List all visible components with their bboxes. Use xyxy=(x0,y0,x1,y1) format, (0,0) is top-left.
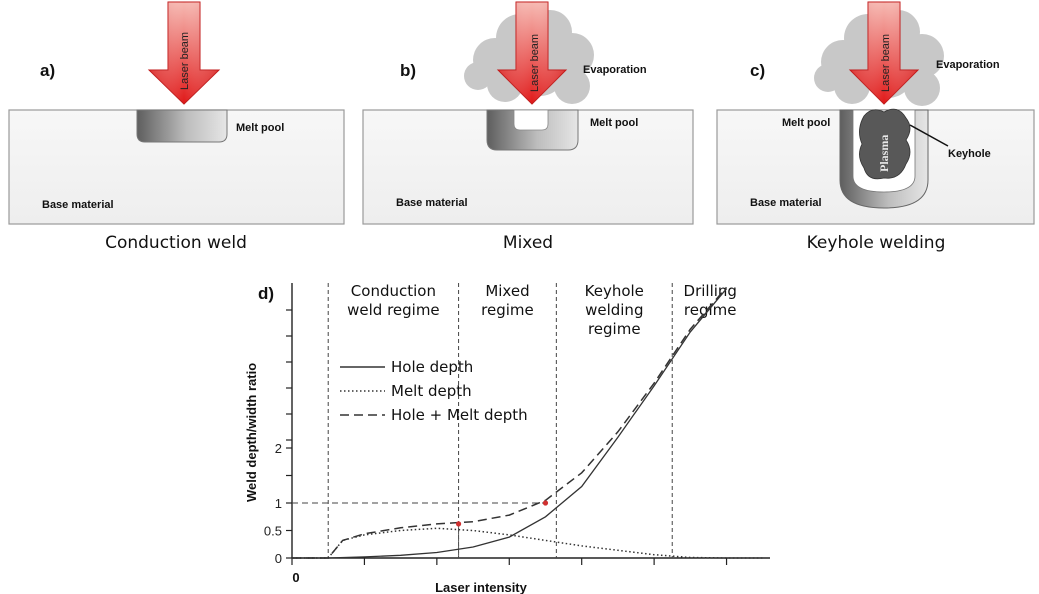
legend-label: Hole + Melt depth xyxy=(391,406,528,424)
y-tick-label: 0 xyxy=(275,551,282,566)
intersection-marker xyxy=(455,521,462,527)
panel-b-evaporation-label: Evaporation xyxy=(583,64,647,76)
panel-a-letter: a) xyxy=(40,61,55,80)
y-tick-label: 1 xyxy=(275,496,282,511)
panel-b-letter: b) xyxy=(400,61,416,80)
panel-b-melt-pool-label: Melt pool xyxy=(590,117,638,129)
y-axis-label: Weld depth/width ratio xyxy=(244,363,259,502)
panel-a-laser-beam: Laser beam xyxy=(147,1,221,105)
panel-c-caption: Keyhole welding xyxy=(807,233,946,253)
panel-b-laser-beam: Laser beam xyxy=(496,1,568,105)
y-tick-label: 2 xyxy=(275,441,282,456)
panel-c-beam-label: Laser beam xyxy=(880,34,892,92)
legend-label: Hole depth xyxy=(391,358,473,376)
y-tick-label: 0.5 xyxy=(264,524,282,539)
x-tick-label: 0 xyxy=(292,570,299,585)
panel-c-laser-beam: Laser beam xyxy=(848,1,920,105)
panel-a-base-label: Base material xyxy=(42,199,114,211)
x-axis-label: Laser intensity xyxy=(435,580,528,594)
series-line-hole-depth xyxy=(292,288,727,559)
panel-a-melt-pool-label: Melt pool xyxy=(236,122,284,134)
panel-c: c) Plasma Laser beam Evaporation Melt po… xyxy=(716,1,1035,253)
panel-c-letter: c) xyxy=(750,61,765,80)
panel-c-plasma xyxy=(859,108,911,180)
panel-a-caption: Conduction weld xyxy=(105,233,247,253)
panel-b-beam-label: Laser beam xyxy=(529,34,541,92)
legend-label: Melt depth xyxy=(391,382,472,400)
panel-a: a) Laser beam Melt pool Base material Co… xyxy=(8,1,345,253)
panel-c-keyhole-label: Keyhole xyxy=(948,148,991,160)
panel-c-plasma-label: Plasma xyxy=(877,135,891,172)
series-line-melt-depth xyxy=(292,527,763,559)
panel-a-melt-pool xyxy=(136,109,228,143)
series-line-hole-melt-depth xyxy=(292,286,728,559)
panel-b: b) Laser beam Evaporation Melt pool Base… xyxy=(362,1,694,253)
intersection-marker xyxy=(542,500,549,506)
panel-c-melt-pool-label: Melt pool xyxy=(782,117,830,129)
panel-d-letter: d) xyxy=(258,284,274,303)
panel-c-base-label: Base material xyxy=(750,197,822,209)
panel-a-beam-label: Laser beam xyxy=(179,32,191,90)
panel-c-evaporation-label: Evaporation xyxy=(936,59,1000,71)
panel-c-keyhole-pointer xyxy=(909,124,949,147)
panel-b-shallow-hole xyxy=(513,109,549,131)
panel-d-chart: d) Weld depth/width ratio Laser intensit… xyxy=(244,282,770,594)
panel-b-caption: Mixed xyxy=(503,233,553,253)
chart-series xyxy=(292,286,763,559)
panel-b-base-label: Base material xyxy=(396,197,468,209)
